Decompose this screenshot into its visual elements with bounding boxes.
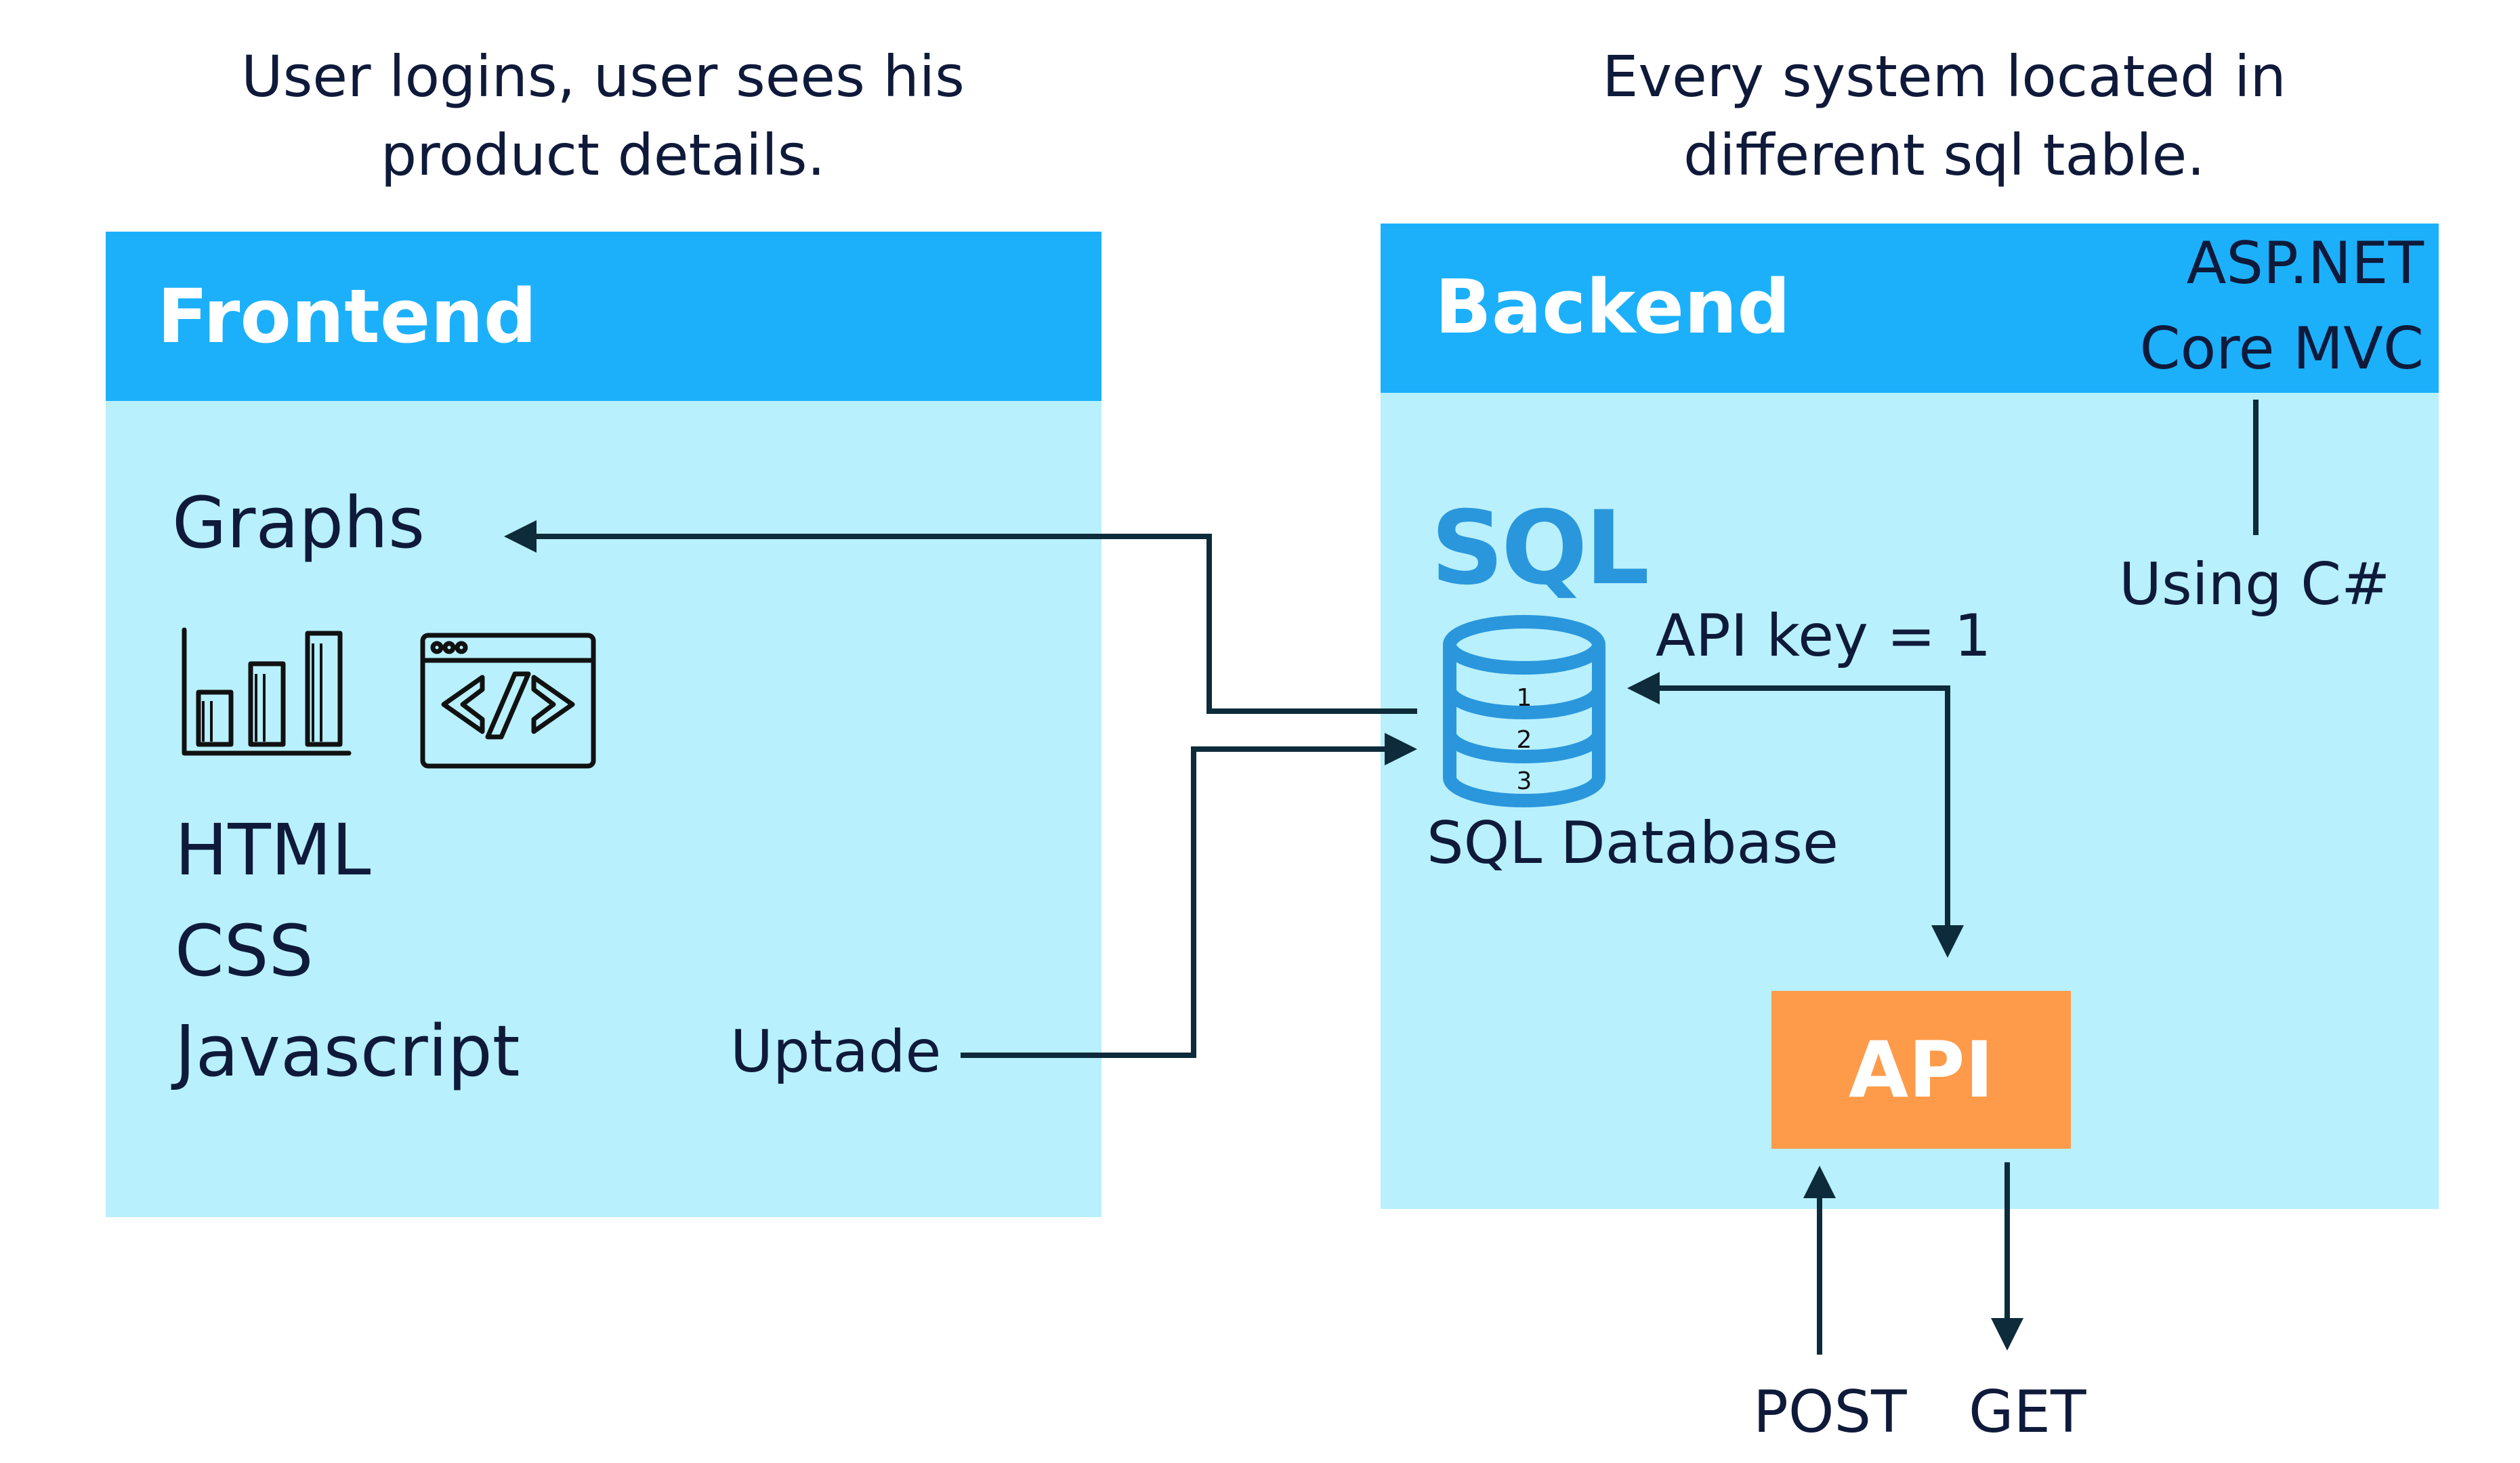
update-label: Uptade bbox=[730, 1018, 942, 1086]
api-label: API bbox=[1848, 1025, 1994, 1115]
db-row-2: 2 bbox=[1516, 726, 1532, 754]
db-to-graphs-arrow bbox=[504, 520, 1417, 714]
update-to-db-arrow bbox=[961, 733, 1417, 1058]
frontend-caption-line1: User logins, user sees his bbox=[241, 43, 965, 110]
get-label: GET bbox=[1969, 1378, 2086, 1446]
backend-caption-line2: different sql table. bbox=[1683, 122, 2206, 188]
post-label: POST bbox=[1753, 1378, 1907, 1446]
to-api-arrow bbox=[1931, 685, 1964, 958]
framework-line1: ASP.NET bbox=[2186, 230, 2424, 297]
api-box: API bbox=[1771, 991, 2071, 1149]
graphs-label: Graphs bbox=[172, 482, 425, 564]
javascript-label: Javascript bbox=[175, 1010, 520, 1093]
db-row-3: 3 bbox=[1516, 767, 1532, 795]
frontend-caption-line2: product details. bbox=[380, 122, 826, 188]
api-key-label: API key = 1 bbox=[1656, 602, 1992, 670]
backend-header bbox=[1381, 224, 2439, 393]
css-label: CSS bbox=[175, 910, 314, 992]
backend-title: Backend bbox=[1435, 263, 1791, 350]
framework-line2: Core MVC bbox=[2139, 315, 2424, 383]
frontend-header bbox=[106, 232, 1101, 401]
html-label: HTML bbox=[175, 809, 371, 891]
sql-database-label: SQL Database bbox=[1427, 809, 1839, 877]
language-label: Using C# bbox=[2119, 551, 2391, 618]
frontend-title: Frontend bbox=[157, 273, 537, 360]
backend-caption-line1: Every system located in bbox=[1602, 43, 2286, 110]
backend-caption: Every system located in different sql ta… bbox=[1423, 37, 2466, 194]
frontend-caption: User logins, user sees his product detai… bbox=[108, 37, 1097, 194]
db-row-1: 1 bbox=[1516, 684, 1532, 712]
sql-logo: SQL bbox=[1431, 490, 1650, 608]
